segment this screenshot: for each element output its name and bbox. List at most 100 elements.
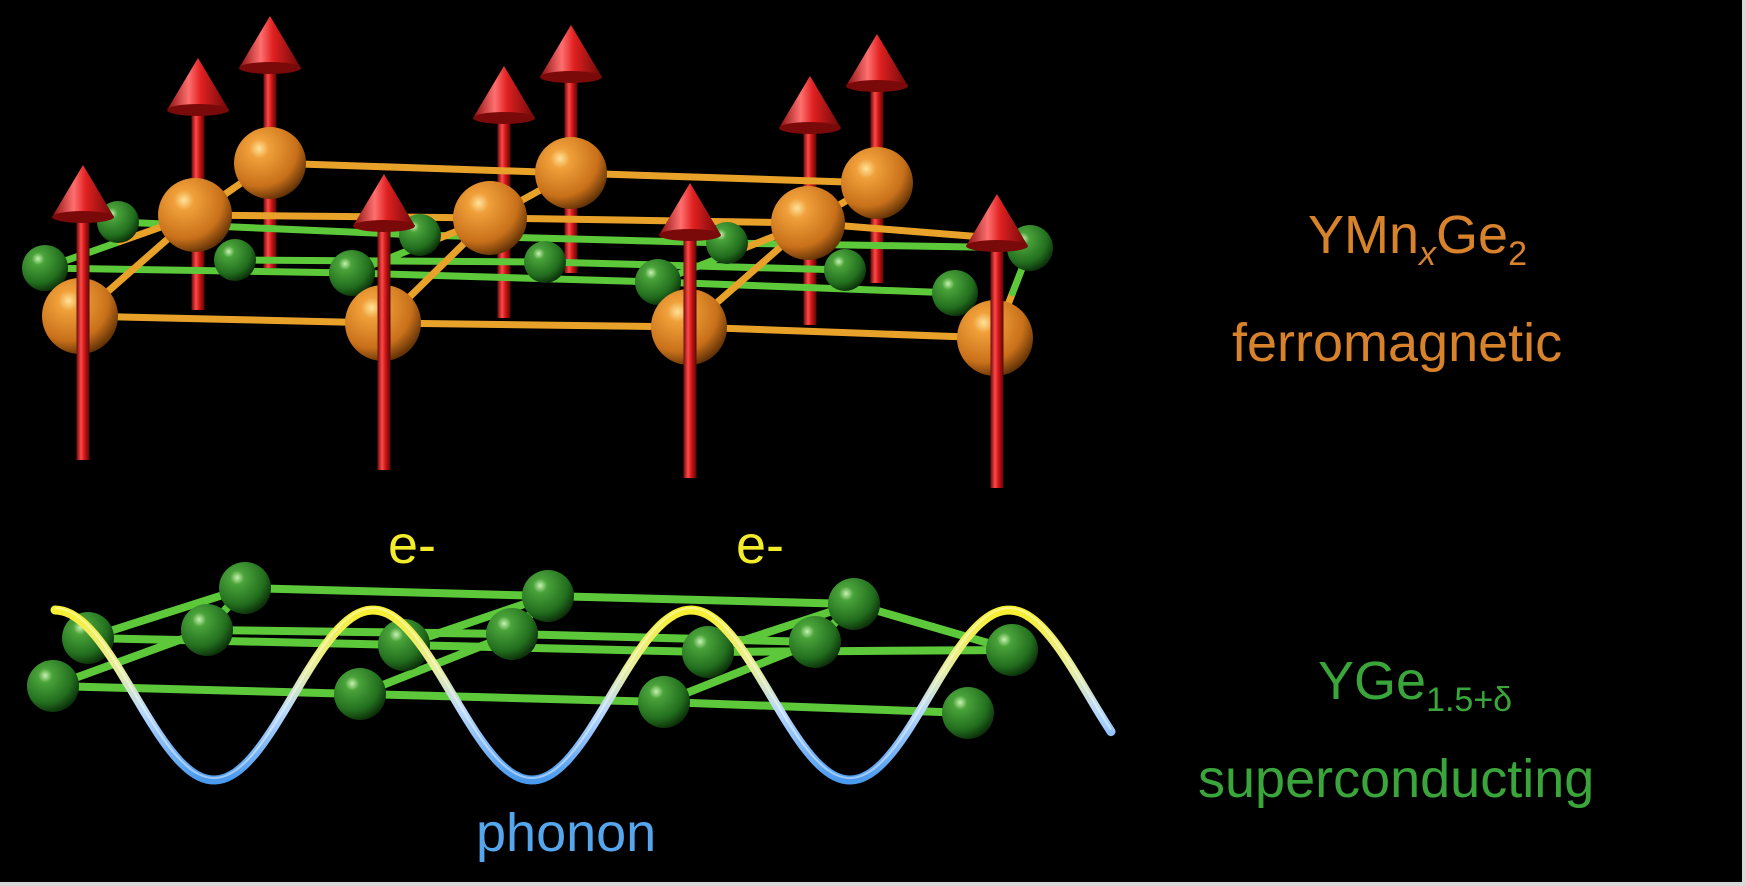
spin-arrow-head [779,76,841,128]
mn-atom [234,127,306,199]
ge-bond [356,690,668,706]
bond [266,159,575,177]
superconducting-label: superconducting [1198,749,1595,809]
bond-half [691,262,849,274]
fm-formula-base: YMn [1308,205,1420,265]
ferromagnetic-label: ferromagnetic [1232,313,1563,373]
phonon-label: phonon [476,803,657,863]
bond [76,312,387,327]
fm-formula-sub-2: 2 [1508,235,1528,273]
spin-arrow-head-base [167,104,229,116]
mn-atom [453,181,527,255]
spin-arrow-shaft [76,213,90,460]
spin-arrow-head [167,58,229,110]
ge-bond [400,641,712,656]
mn-atom [841,147,913,219]
spin-arrow-head-base [966,240,1028,252]
bond [379,319,693,331]
ge-atom [942,687,994,739]
ge-atom [334,668,386,720]
bond [191,211,494,222]
ge-atom [378,619,430,671]
fm-formula-mid: Ge [1436,205,1509,265]
ge-bond [544,592,858,608]
superconducting-formula: YGe1.5+δ [1318,651,1512,717]
spin-arrow [353,174,415,470]
electron-label-2: e- [736,515,785,575]
spin-arrow-head-base [540,71,602,83]
bond-half [265,225,424,239]
ge-atom [27,660,79,712]
ge-atom [214,239,256,281]
bond [567,169,881,187]
ge-atom [22,245,68,291]
bond [685,323,999,342]
spin-arrow-head-base [846,80,908,92]
bond [41,264,356,277]
sc-formula-base: YGe [1318,651,1427,711]
ge-atom [219,562,271,614]
phonon-wave [50,605,1116,785]
ferromagnetic-formula: YMnxGe2 [1308,205,1527,271]
ge-atom [828,578,880,630]
spin-arrow-head [239,16,301,68]
spin-arrow-head-base [239,62,301,74]
mn-atom [158,178,232,252]
ge-atom [932,270,978,316]
spin-arrow-head [353,174,415,226]
spin-arrow-head-base [473,112,535,124]
bond-half [570,235,731,247]
fm-formula-sub-x: x [1419,235,1437,273]
spin-arrow [52,165,114,460]
spin-arrow [659,183,721,478]
spin-arrow-head-base [659,229,721,241]
spin-arrow [966,194,1028,488]
phonon-wave-highlight [54,606,1112,780]
bond-half [501,274,662,286]
spin-arrow-shaft [683,231,697,478]
bond [348,269,662,286]
ge-atom [789,616,841,668]
ge-atom [638,676,690,728]
spin-arrow-head-base [52,211,114,223]
electron-label-1: e- [388,515,437,575]
spin-arrow-shaft [377,222,391,470]
ge-bond [84,634,408,649]
spin-arrow-head [846,34,908,86]
ge-bond [49,682,364,698]
spin-arrow-head [659,183,721,235]
ferromagnetic-atoms [22,127,1053,376]
ge-atom [62,612,114,664]
ge-bond [704,646,1016,656]
mn-atom [771,186,845,260]
ge-atom [329,250,375,296]
bond-half [41,264,202,274]
spin-arrow-head [473,66,535,118]
spin-arrow-shaft [990,242,1004,488]
spin-arrow-head [966,194,1028,246]
ge-atom [682,626,734,678]
ge-atom [635,259,681,305]
spin-arrow-head-base [779,122,841,134]
spin-arrow-head [540,25,602,77]
ge-atom [524,241,566,283]
ge-bond [203,626,516,638]
ge-atom [986,624,1038,676]
spin-arrows-front [52,165,1028,488]
bond-half [803,284,959,297]
spin-arrow-head [52,165,114,217]
mn-atom [535,137,607,209]
bond-half [386,257,549,266]
superconducting-atoms [27,562,1038,739]
phonon-wave-line [50,605,1116,785]
spin-arrow-head-base [353,220,415,232]
ge-atom [824,249,866,291]
bond [486,214,812,227]
ge-atom [522,570,574,622]
ge-atom [181,604,233,656]
ge-bond [241,584,552,600]
ge-atom [486,608,538,660]
sc-formula-sub: 1.5+δ [1426,681,1513,719]
